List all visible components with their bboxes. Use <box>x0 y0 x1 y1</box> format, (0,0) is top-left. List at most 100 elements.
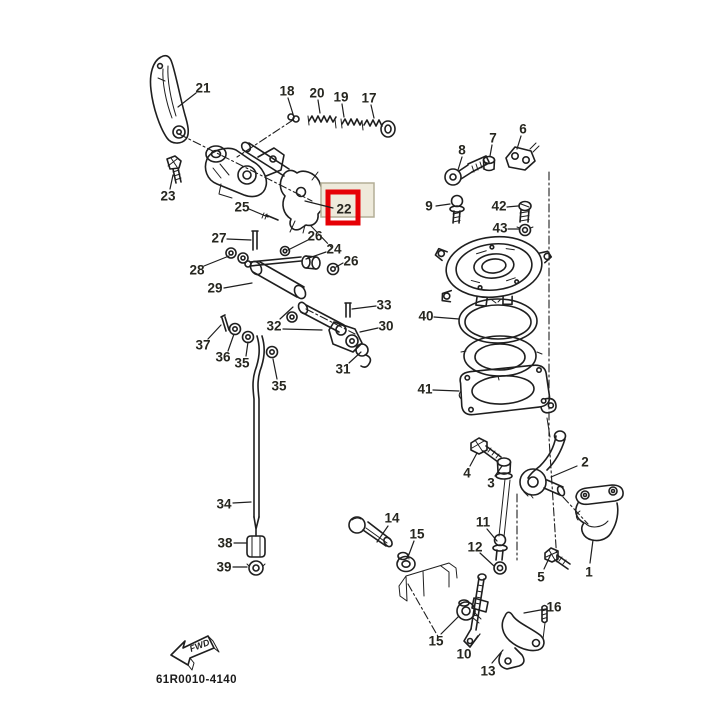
part-callout-2-35[interactable]: 2 <box>581 455 589 470</box>
washer-35-a <box>241 330 255 344</box>
part-callout-26-9[interactable]: 26 <box>307 229 323 244</box>
part-callout-6-27[interactable]: 6 <box>519 122 527 137</box>
bolt-14 <box>348 516 393 548</box>
leader-line-19 <box>341 103 345 118</box>
part-callout-38-23[interactable]: 38 <box>217 536 233 551</box>
part-callout-43-30[interactable]: 43 <box>492 221 508 236</box>
pin-27 <box>251 230 259 251</box>
lever-2 <box>519 417 567 499</box>
leader-line-15 <box>407 540 415 558</box>
leader-line-26 <box>335 262 344 268</box>
part-callout-15-42[interactable]: 15 <box>409 527 425 542</box>
part-callout-28-12[interactable]: 28 <box>189 263 205 278</box>
leader-line-23 <box>169 174 174 190</box>
part-callout-25-6[interactable]: 25 <box>234 200 250 215</box>
part-callout-8-25[interactable]: 8 <box>458 143 466 158</box>
part-callout-18-1[interactable]: 18 <box>279 84 295 99</box>
leader-line-7 <box>489 144 493 157</box>
leader-line-9 <box>435 203 451 207</box>
part-callout-22-7[interactable]: 22 <box>336 202 351 217</box>
ball-joint-11 <box>492 533 508 561</box>
washer-35-b <box>265 345 279 359</box>
part-callout-27-8[interactable]: 27 <box>211 231 226 246</box>
part-callout-5-38[interactable]: 5 <box>537 570 545 585</box>
part-callout-9-28[interactable]: 9 <box>425 199 433 214</box>
ball-joint-8 <box>444 155 490 186</box>
leader-line-8 <box>457 156 463 171</box>
part-callout-21-0[interactable]: 21 <box>195 81 211 96</box>
leader-line-10 <box>469 633 481 648</box>
rod-10 <box>463 573 489 648</box>
leader-line-2 <box>550 465 578 478</box>
connector-38 <box>246 535 266 558</box>
part-callout-23-5[interactable]: 23 <box>160 189 176 204</box>
part-callout-3-34[interactable]: 3 <box>487 476 495 491</box>
leader-line-15 <box>440 615 460 635</box>
leader-line-41 <box>432 389 460 392</box>
part-callout-34-22[interactable]: 34 <box>216 497 232 512</box>
part-callout-17-4[interactable]: 17 <box>361 91 376 106</box>
leader-line-1 <box>589 539 594 564</box>
part-callout-35-21[interactable]: 35 <box>271 379 287 394</box>
lever-13 <box>498 611 545 670</box>
leader-line-13 <box>491 649 504 664</box>
part-callout-33-14[interactable]: 33 <box>376 298 392 313</box>
leader-line-40 <box>433 316 460 320</box>
part-callout-35-20[interactable]: 35 <box>234 356 250 371</box>
ball-joint-9 <box>449 194 465 224</box>
grommet-15-a <box>396 551 416 573</box>
part-callout-41-32[interactable]: 41 <box>417 382 433 397</box>
leader-line-29 <box>223 282 253 289</box>
bolt-4 <box>470 437 502 463</box>
part-callout-1-39[interactable]: 1 <box>585 565 593 580</box>
mount-flange-outline <box>398 562 458 602</box>
part-callout-29-13[interactable]: 29 <box>207 281 222 296</box>
part-callout-16-40[interactable]: 16 <box>546 600 562 615</box>
leader-line-30 <box>359 327 379 333</box>
leader-line-21 <box>177 92 197 108</box>
part-callout-40-31[interactable]: 40 <box>418 309 433 324</box>
part-callout-31-17[interactable]: 31 <box>335 362 351 377</box>
part-callout-26-11[interactable]: 26 <box>343 254 359 269</box>
part-callout-4-33[interactable]: 4 <box>463 466 471 481</box>
leader-line-5 <box>543 553 552 570</box>
spring-19 <box>340 118 364 131</box>
pin-37 <box>220 314 230 332</box>
part-callout-24-10[interactable]: 24 <box>326 242 342 257</box>
clip-18 <box>287 113 300 123</box>
part-callout-19-3[interactable]: 19 <box>333 90 348 105</box>
bolt-23 <box>166 155 182 184</box>
nut-12 <box>493 561 507 575</box>
nut-7 <box>482 155 496 172</box>
part-callout-12-37[interactable]: 12 <box>467 540 482 555</box>
pin-33 <box>344 302 352 318</box>
leader-line-37 <box>207 324 222 340</box>
leader-line-35 <box>245 341 249 357</box>
leader-line-11 <box>486 528 498 542</box>
part-callout-42-29[interactable]: 42 <box>491 199 506 214</box>
leader-line-4 <box>469 452 478 467</box>
leader-line-28 <box>203 255 230 267</box>
diagram-part-code: 61R0010-4140 <box>156 674 237 686</box>
part-callout-39-24[interactable]: 39 <box>216 560 231 575</box>
part-callout-32-15[interactable]: 32 <box>266 319 281 334</box>
leader-line-24 <box>305 251 327 260</box>
part-callout-15-43[interactable]: 15 <box>428 634 444 649</box>
part-callout-13-45[interactable]: 13 <box>480 664 496 679</box>
part-callout-14-41[interactable]: 14 <box>384 511 400 526</box>
lever-21 <box>149 54 190 144</box>
leader-line-35 <box>272 358 278 380</box>
part-callout-11-36[interactable]: 11 <box>476 515 491 530</box>
part-callout-7-26[interactable]: 7 <box>489 131 497 146</box>
part-callout-20-2[interactable]: 20 <box>309 86 324 101</box>
highlight-box <box>325 189 361 226</box>
spring-clip-31 <box>355 343 372 368</box>
part-callout-36-19[interactable]: 36 <box>215 350 231 365</box>
part-callout-30-16[interactable]: 30 <box>378 319 393 334</box>
part-callout-37-18[interactable]: 37 <box>195 338 210 353</box>
part-callout-10-44[interactable]: 10 <box>456 647 471 662</box>
leader-line-20 <box>317 99 321 114</box>
leader-line-33 <box>351 305 377 310</box>
